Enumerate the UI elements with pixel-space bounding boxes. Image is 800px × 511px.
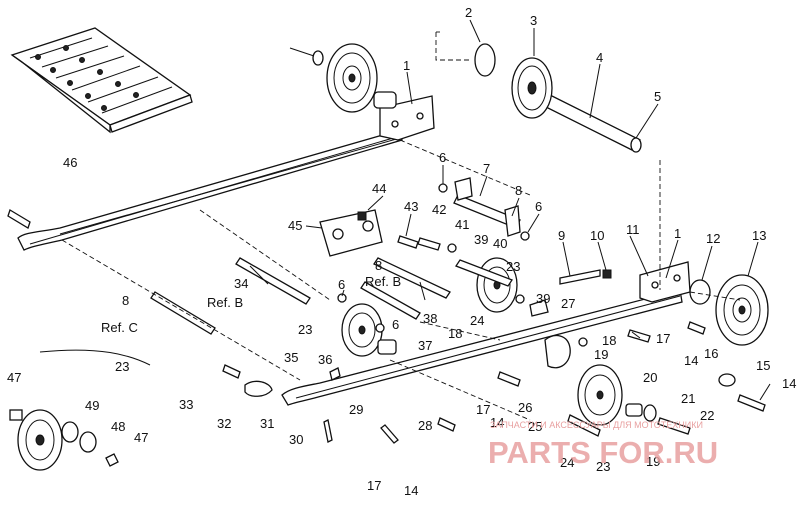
callout-25: 25	[528, 419, 542, 434]
pivot-bracket	[319, 177, 521, 257]
callout-24b: 24	[560, 455, 574, 470]
callout-3: 3	[530, 13, 537, 28]
callout-18b: 18	[602, 333, 616, 348]
callout-6: 6	[439, 150, 446, 165]
callout-28: 28	[418, 418, 432, 433]
callout-8c: 8	[122, 293, 129, 308]
callout-12: 12	[706, 231, 720, 246]
callout-20: 20	[643, 370, 657, 385]
callout-34: 34	[234, 276, 248, 291]
callout-2: 2	[465, 5, 472, 20]
ref-b-center: Ref. B	[365, 274, 401, 289]
callout-44: 44	[372, 181, 386, 196]
callout-35: 35	[284, 350, 298, 365]
left-rail	[17, 95, 435, 251]
ref-b-left: Ref. B	[207, 295, 243, 310]
callout-23b: 23	[298, 322, 312, 337]
callout-1: 1	[403, 58, 410, 73]
callout-37: 37	[418, 338, 432, 353]
callout-19b: 19	[646, 454, 660, 469]
cross-shafts	[150, 194, 521, 335]
track-illustration	[10, 27, 193, 134]
callout-6c: 6	[338, 277, 345, 292]
callout-8: 8	[515, 183, 522, 198]
callout-46: 46	[63, 155, 77, 170]
callout-48: 48	[111, 419, 125, 434]
callout-23d: 23	[115, 359, 129, 374]
callout-8b: 8	[375, 258, 382, 273]
label-leaders	[249, 19, 771, 401]
callout-numbers: 1 2 3 4 5 6 7 8 6 44 43 42 41 39 40 45 9…	[7, 5, 796, 498]
watermark-tagline: ЗАПЧАСТИ И АКСЕССУАРЫ ДЛЯ МОТОТЕХНИКИ	[490, 420, 703, 430]
callout-21: 21	[681, 391, 695, 406]
callout-14c: 14	[490, 415, 504, 430]
callout-29: 29	[349, 402, 363, 417]
callout-22: 22	[700, 408, 714, 423]
callout-17a: 17	[656, 331, 670, 346]
callout-43: 43	[404, 199, 418, 214]
callout-38: 38	[423, 311, 437, 326]
lower-idler-wheel	[577, 364, 643, 426]
callout-6b: 6	[535, 199, 542, 214]
left-idler-wheel	[341, 303, 397, 357]
reference-notes: Ref. B Ref. B Ref. C	[101, 274, 401, 335]
callout-16: 16	[704, 346, 718, 361]
callout-36: 36	[318, 352, 332, 367]
leader-lines	[61, 31, 741, 421]
callout-1b: 1	[674, 226, 681, 241]
rear-idler-wheel	[689, 274, 769, 387]
callout-31: 31	[260, 416, 274, 431]
callout-11: 11	[626, 222, 640, 237]
callout-14d: 14	[404, 483, 418, 498]
callout-47b: 47	[134, 430, 148, 445]
callout-24a: 24	[470, 313, 484, 328]
callout-6d: 6	[392, 317, 399, 332]
rear-axle	[474, 43, 642, 153]
callout-40: 40	[493, 236, 507, 251]
callout-45: 45	[288, 218, 302, 233]
callout-15: 15	[756, 358, 770, 373]
wheel-assembly-detail	[9, 349, 151, 471]
callout-5: 5	[654, 89, 661, 104]
callout-18a: 18	[448, 326, 462, 341]
callout-19a: 19	[594, 347, 608, 362]
watermark: ЗАПЧАСТИ И АКСЕССУАРЫ ДЛЯ МОТОТЕХНИКИ PA…	[488, 420, 718, 470]
callout-33: 33	[179, 397, 193, 412]
callout-42: 42	[432, 202, 446, 217]
ref-c: Ref. C	[101, 320, 138, 335]
callout-47a: 47	[7, 370, 21, 385]
callout-32: 32	[217, 416, 231, 431]
upper-idler-wheel	[289, 43, 397, 113]
callout-49: 49	[85, 398, 99, 413]
callout-9: 9	[558, 228, 565, 243]
callout-30: 30	[289, 432, 303, 447]
callout-41: 41	[455, 217, 469, 232]
callout-4: 4	[596, 50, 603, 65]
watermark-brand: PARTS FOR.RU	[488, 435, 718, 470]
callout-13: 13	[752, 228, 766, 243]
right-rail	[281, 261, 691, 406]
callout-17c: 17	[367, 478, 381, 493]
hardware	[7, 183, 766, 444]
callout-10: 10	[590, 228, 604, 243]
callout-39b: 39	[536, 291, 550, 306]
callout-14b: 14	[782, 376, 796, 391]
callout-14a: 14	[684, 353, 698, 368]
callout-23a: 23	[506, 259, 520, 274]
callout-26: 26	[518, 400, 532, 415]
callout-17b: 17	[476, 402, 490, 417]
callout-7: 7	[483, 161, 490, 176]
callout-39: 39	[474, 232, 488, 247]
callout-27: 27	[561, 296, 575, 311]
callout-23c: 23	[596, 459, 610, 474]
